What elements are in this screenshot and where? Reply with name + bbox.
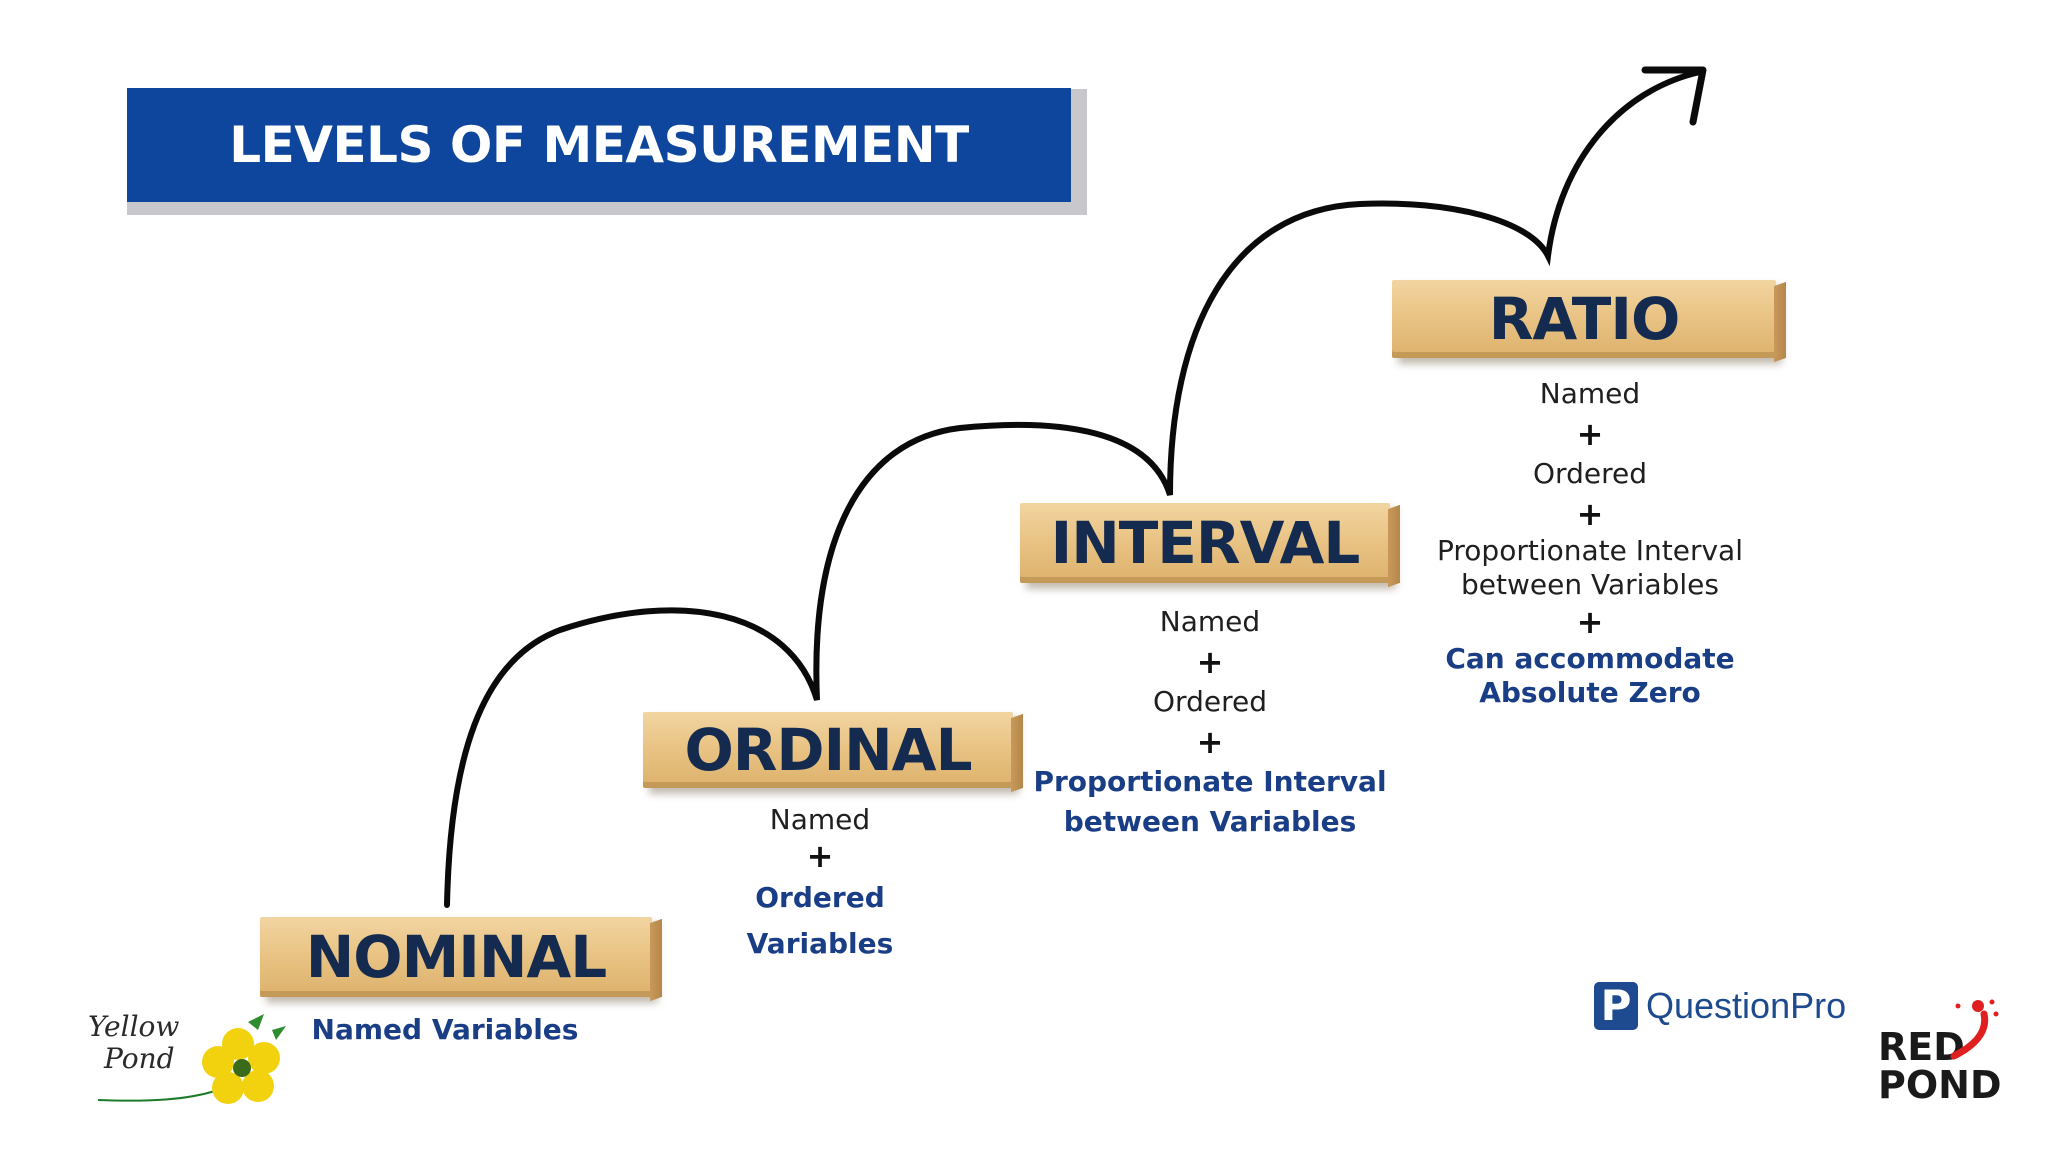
desc-ordinal: Named + Ordered Variables <box>700 802 940 962</box>
desc-nominal: Named Variables <box>290 1010 600 1050</box>
desc-interval-line: Ordered <box>1153 685 1267 718</box>
yellow-flower-icon <box>97 1014 286 1104</box>
level-label-interval: INTERVAL <box>1050 509 1361 577</box>
page-title: LEVELS OF MEASUREMENT <box>229 116 969 174</box>
questionpro-logo: P QuestionPro <box>1594 982 1846 1030</box>
desc-interval-line: Proportionate Interval <box>1033 765 1387 798</box>
title-banner: LEVELS OF MEASUREMENT <box>127 88 1071 202</box>
desc-interval: Named + Ordered + Proportionate Interval… <box>1030 602 1390 842</box>
level-label-nominal: NOMINAL <box>305 923 608 991</box>
questionpro-icon: P <box>1594 982 1638 1030</box>
yellowpond-line2: Pond <box>104 1042 175 1075</box>
questionpro-wordmark: QuestionPro <box>1646 985 1847 1026</box>
desc-ordinal-line: Variables <box>746 927 894 960</box>
plus-sign: + <box>1196 643 1224 681</box>
plank-interval: INTERVAL <box>1020 503 1390 583</box>
desc-ratio-line: Named <box>1539 377 1641 410</box>
desc-ordinal-line: Named <box>769 803 871 836</box>
desc-ratio-line: Ordered <box>1533 457 1647 490</box>
yellowpond-line1: Yellow <box>88 1010 180 1043</box>
desc-ratio-line: Absolute Zero <box>1479 676 1701 709</box>
desc-ratio-line: between Variables <box>1461 568 1719 601</box>
desc-ratio-line: Can accommodate <box>1445 642 1735 675</box>
plus-sign: + <box>1576 415 1604 453</box>
plus-sign: + <box>1576 495 1604 533</box>
desc-ratio-line: Proportionate Interval <box>1437 534 1743 567</box>
redpond-logo: RED POND <box>1878 999 2002 1107</box>
desc-ratio: Named + Ordered + Proportionate Interval… <box>1420 374 1760 710</box>
redpond-line1: RED <box>1878 1025 1965 1069</box>
desc-nominal-line: Named Variables <box>311 1013 579 1046</box>
desc-ordinal-line: Ordered <box>755 881 885 914</box>
arrow-head-icon <box>1641 66 1707 126</box>
plank-nominal: NOMINAL <box>260 917 652 997</box>
plus-sign: + <box>806 837 834 875</box>
level-label-ordinal: ORDINAL <box>684 716 972 784</box>
level-label-ratio: RATIO <box>1488 285 1680 353</box>
plus-sign: + <box>1576 603 1604 641</box>
plank-ratio: RATIO <box>1392 280 1776 358</box>
plus-sign: + <box>1196 723 1224 761</box>
desc-interval-line: Named <box>1159 605 1261 638</box>
desc-interval-line: between Variables <box>1063 805 1357 838</box>
redpond-line2: POND <box>1878 1063 2002 1107</box>
redpond-figure-icon <box>1950 999 1999 1060</box>
plank-ordinal: ORDINAL <box>643 712 1013 788</box>
